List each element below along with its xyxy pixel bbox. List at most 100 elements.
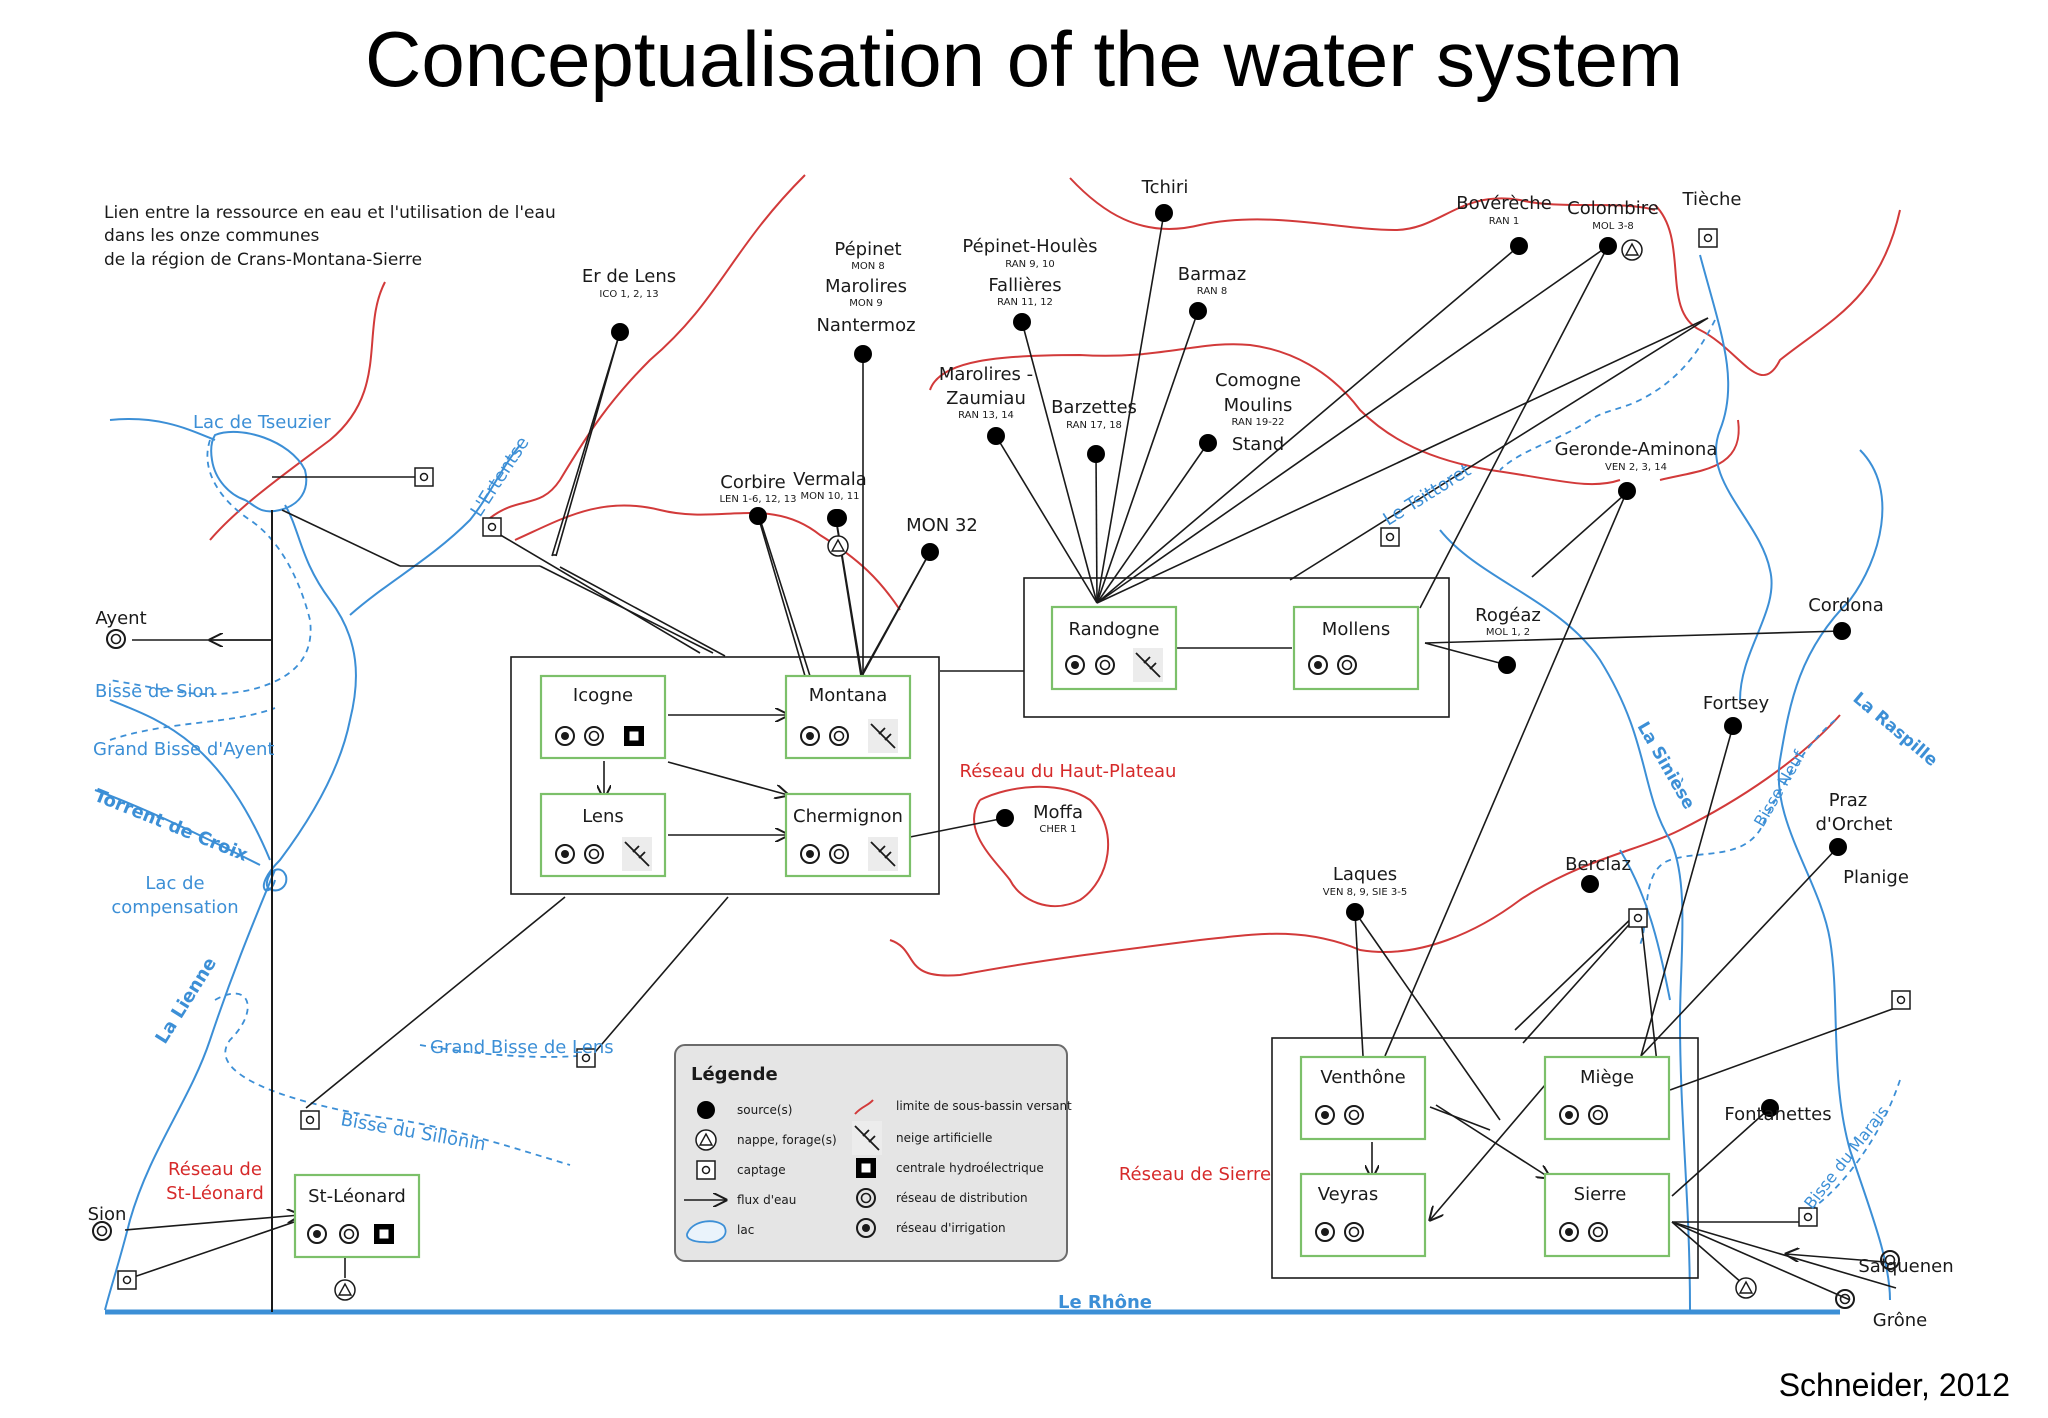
network-sierre-label: Réseau de Sierre <box>1119 1164 1271 1185</box>
connection-line <box>1021 321 1098 604</box>
boundary-line <box>889 714 1841 977</box>
legend-item-label: lac <box>737 1223 754 1237</box>
legend-title: Légende <box>691 1064 778 1085</box>
connection-line <box>124 1219 301 1281</box>
legend-item-label: limite de sous-bassin versant <box>896 1099 1072 1113</box>
bisse-line <box>1639 719 1836 946</box>
flow-arrow <box>1435 1104 1550 1178</box>
source-dot <box>829 509 847 527</box>
connection-line <box>1289 317 1709 581</box>
source-name: Bovérèche <box>1456 193 1552 214</box>
lac-compensation-label-2: compensation <box>111 897 238 918</box>
boundary-line <box>489 174 806 519</box>
source-code: RAN 13, 14 <box>958 410 1014 421</box>
connection-line <box>1419 245 1609 609</box>
grand-bisse-ayent-label: Grand Bisse d'Ayent <box>93 739 275 760</box>
commune-icogne-label: Icogne <box>573 685 633 706</box>
commune-miege: Miège <box>1543 1055 1671 1141</box>
intro-text: Lien entre la ressource en eau et l'util… <box>104 203 556 270</box>
connection-line <box>589 896 729 1059</box>
source-code: MOL 3-8 <box>1592 221 1634 232</box>
captage-icon <box>414 467 434 487</box>
source-dot <box>1833 622 1851 640</box>
commune-randogne-label: Randogne <box>1069 619 1160 640</box>
legend-item-label: captage <box>737 1163 786 1177</box>
captage-icon <box>1380 527 1400 547</box>
nappe-icon <box>1735 1277 1757 1299</box>
source-dot <box>1189 302 1207 320</box>
commune-randogne: Randogne <box>1050 605 1178 691</box>
source-name: Comogne <box>1215 370 1301 391</box>
flow-arrows <box>124 640 1886 1263</box>
source-dot <box>1618 482 1636 500</box>
legend-hydro-icon <box>856 1158 876 1178</box>
bisse-line <box>1499 419 1591 471</box>
source-dot <box>921 543 939 561</box>
source-name: Barzettes <box>1051 397 1137 418</box>
connection-line <box>555 331 621 557</box>
rivers <box>94 254 1891 1311</box>
legend-item-label: réseau d'irrigation <box>896 1221 1006 1235</box>
tsittoret-label: Le Tsittoret <box>1380 460 1475 530</box>
connection-line <box>1522 917 1636 1044</box>
boundary-line <box>1654 204 1901 376</box>
source-name: Planige <box>1843 867 1909 888</box>
boundary-line <box>1069 177 1656 232</box>
source-labels: Tchiri Bovérèche RAN 1 Colombire MOL 3-8… <box>88 177 1954 1331</box>
connection-line <box>1671 1221 1897 1289</box>
snow-icon <box>867 836 899 872</box>
commune-miege-box <box>1543 1055 1671 1141</box>
intro-line-2: dans les onze communes <box>104 226 320 246</box>
commune-sierre-box <box>1543 1172 1671 1258</box>
source-name: Corbire <box>720 472 786 493</box>
snow-icon <box>621 836 653 872</box>
bisse-sillonin-label: Bisse du Sillonin <box>339 1109 487 1155</box>
legend-item-label: réseau de distribution <box>896 1191 1028 1205</box>
source-code: RAN 19-22 <box>1231 417 1284 428</box>
flow-arrow <box>667 761 788 795</box>
source-name: Moffa <box>1033 802 1083 823</box>
source-dot <box>1724 717 1742 735</box>
source-code: RAN 1 <box>1489 216 1519 227</box>
bisse-line <box>1589 319 1716 421</box>
source-name: Berclaz <box>1565 854 1631 875</box>
source-dot <box>1761 1099 1779 1117</box>
distribution-icon <box>106 629 126 649</box>
captage-icon <box>1628 908 1648 928</box>
bisse-sion-label: Bisse de Sion <box>95 681 215 702</box>
source-name: Pépinet-Houlès <box>962 236 1097 257</box>
commune-venthone: Venthône <box>1299 1055 1427 1141</box>
river-line <box>1699 254 1773 701</box>
source-name: Er de Lens <box>582 266 676 287</box>
connection-line <box>1096 212 1165 604</box>
source-code: VEN 8, 9, SIE 3-5 <box>1323 887 1407 898</box>
bisses <box>109 319 1901 1211</box>
connection-line <box>1096 245 1609 604</box>
source-name: Moulins <box>1224 395 1293 416</box>
connection-line <box>1640 846 1839 1057</box>
connection-line <box>1671 1221 1851 1301</box>
commune-mollens: Mollens <box>1292 605 1420 691</box>
connection-line <box>1096 442 1209 604</box>
boundary-line <box>973 785 1110 908</box>
commune-lens: Lens <box>539 792 667 878</box>
nappe-icon <box>1621 239 1643 261</box>
captage-icon <box>1891 990 1911 1010</box>
connection-line <box>995 435 1098 604</box>
commune-miege-label: Miège <box>1580 1067 1634 1088</box>
connection-line <box>281 509 401 567</box>
boundary-line <box>1659 419 1740 481</box>
intro-line-3: de la région de Crans-Montana-Sierre <box>104 250 422 270</box>
river-line <box>104 869 276 1311</box>
network-box-haut-plateau-west <box>510 656 940 895</box>
connection-line <box>1096 310 1199 604</box>
connection-line <box>1671 1221 1751 1291</box>
source-dot <box>1199 434 1217 452</box>
captage-icon <box>1698 228 1718 248</box>
source-dot <box>1155 204 1173 222</box>
source-name: Fontanettes <box>1724 1104 1831 1125</box>
bisse-line <box>109 439 312 695</box>
flow-arrow <box>1430 1084 1546 1220</box>
connection-line <box>1354 911 1501 1121</box>
source-code: RAN 11, 12 <box>997 297 1053 308</box>
